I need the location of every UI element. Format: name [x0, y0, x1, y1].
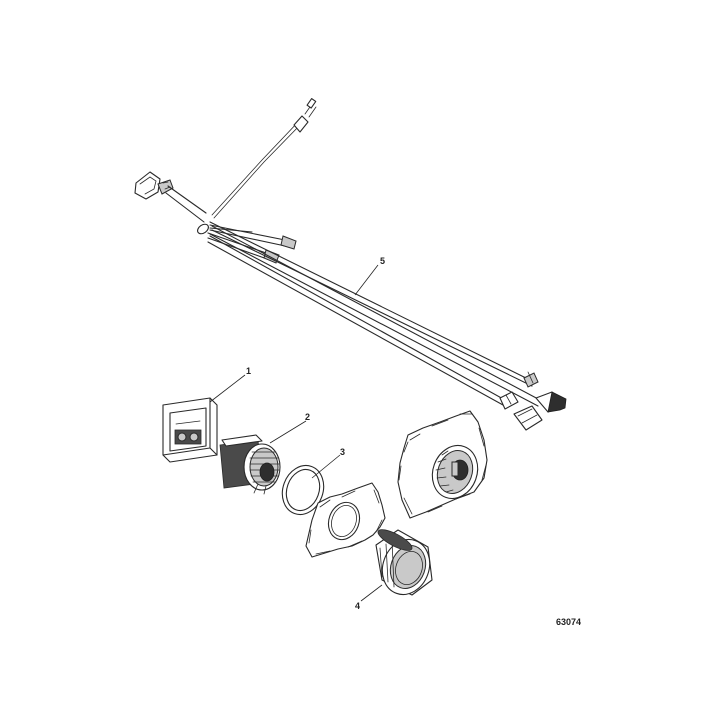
callout-2: 2 — [305, 412, 310, 422]
retaining-nut — [375, 529, 433, 596]
o-ring — [281, 464, 325, 516]
dash-panel-cutout — [305, 482, 386, 558]
gauge-body — [219, 434, 281, 495]
leader-lines — [209, 264, 383, 602]
harness-left-connector — [134, 171, 174, 200]
callout-1: 1 — [246, 366, 251, 376]
harness-right-connectors — [499, 371, 567, 431]
callout-4: 4 — [355, 601, 360, 611]
gauge-bezel — [162, 397, 218, 463]
figure-number: 63074 — [556, 617, 581, 627]
mounted-gauge-rear-view — [397, 410, 488, 519]
callout-5: 5 — [380, 256, 385, 266]
wiring-harness — [134, 98, 567, 431]
callout-3: 3 — [340, 447, 345, 457]
